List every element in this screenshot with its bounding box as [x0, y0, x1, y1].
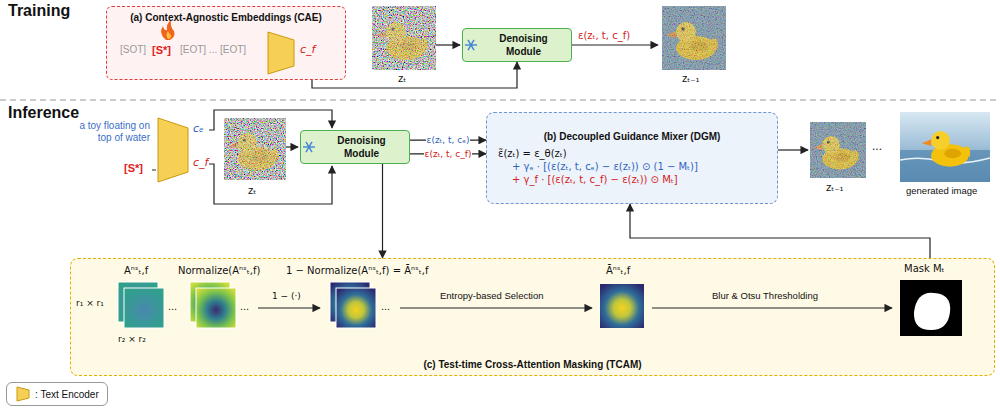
edge-label: ε(zₜ, t, cₑ) — [426, 135, 471, 145]
dimension: r₂ × r₂ — [118, 334, 146, 344]
mask — [900, 280, 962, 336]
formula-line: ε̃(zₜ) = ε_θ(zₜ) — [492, 147, 772, 160]
token: [SOT] — [120, 44, 146, 56]
token: [EOT] ... [EOT] — [180, 44, 246, 56]
legend-sample — [17, 387, 29, 401]
map-label: Mask Mₜ — [904, 263, 945, 275]
normalized-map — [190, 282, 236, 328]
legend-text: : Text Encoder — [35, 389, 99, 400]
dimension: r₁ × r₁ — [76, 298, 104, 308]
mask — [900, 280, 962, 336]
latent-symbol: zₜ — [398, 73, 406, 85]
noisy-latent — [228, 134, 278, 171]
node-title: (c) Test-time Cross-Attention Masking (T… — [76, 358, 989, 371]
latent-symbol: zₜ — [248, 185, 256, 197]
connector — [382, 164, 383, 258]
legend-box: : Text Encoder — [6, 382, 108, 406]
noisy-latent — [372, 6, 436, 70]
arrow — [436, 44, 460, 45]
text-encoder — [158, 118, 188, 182]
denoised-latent — [810, 122, 866, 178]
map-label: Aⁿˢₜ,f — [124, 265, 148, 277]
arrow — [652, 307, 892, 308]
operation-label: 1 − (·) — [272, 291, 301, 301]
inverted-map — [336, 288, 376, 328]
connector — [630, 204, 930, 258]
latent-symbol: zₜ₋₁ — [826, 182, 844, 194]
operation-label: Entropy-based Selection — [440, 291, 544, 302]
generated-image — [922, 131, 970, 167]
image-caption: generated image — [906, 186, 977, 197]
formula-line: + γ_f · [(ε(zₜ, t, c_f) − ε(zₜ)) ⊙ Mₜ] — [492, 173, 772, 186]
noisy-latent — [376, 22, 428, 60]
ellipsis: ... — [168, 300, 177, 313]
embedding-symbol: c_f — [193, 157, 208, 170]
section-title: Inference — [8, 104, 79, 122]
cae-region: (a) Context-Agnostic Embeddings (CAE) — [106, 6, 346, 80]
ellipsis: ... — [872, 140, 882, 154]
mask — [914, 293, 950, 330]
attention-map — [124, 288, 164, 328]
node-title: Denoising Module — [319, 134, 404, 160]
node-title: Denoising Module — [481, 32, 566, 58]
flame-icon — [167, 31, 172, 39]
text-encoder — [268, 32, 294, 74]
process-box: Denoising Module — [300, 130, 410, 164]
process-box: Denoising Module — [462, 28, 572, 62]
legend-sample — [15, 386, 31, 402]
embedding-symbol: cₑ — [193, 123, 204, 136]
noisy-latent — [224, 118, 286, 180]
arrow — [286, 146, 298, 147]
section-divider — [0, 99, 1000, 100]
map-label: 1 − Normalize(Aⁿˢₜ,f) = Āⁿˢₜ,f — [286, 265, 428, 277]
operation-label: Blur & Otsu Thresholding — [712, 291, 818, 302]
ellipsis: ... — [240, 300, 249, 313]
attention-map — [118, 282, 164, 328]
generated-image — [900, 112, 990, 182]
ellipsis: ... — [381, 300, 390, 313]
denoised-latent — [662, 6, 726, 70]
token: [S*] — [124, 162, 143, 175]
node-title: (b) Decoupled Guidance Mixer (DGM) — [492, 130, 772, 143]
noisy-latent — [224, 118, 286, 180]
noisy-latent — [372, 6, 436, 70]
arrow — [152, 170, 156, 171]
selected-map — [600, 284, 644, 328]
denoised-latent — [810, 122, 866, 178]
token: [S*] — [152, 44, 171, 57]
edge-label: ε(zₜ, t, c_f) — [424, 149, 473, 159]
denoised-latent — [810, 122, 866, 178]
arrow — [572, 44, 658, 45]
arrow — [258, 307, 320, 308]
node-title: (a) Context-Agnostic Embeddings (CAE) — [112, 11, 340, 24]
normalized-map — [196, 288, 236, 328]
prompt-text: a toy floating on top of water — [74, 120, 150, 143]
arrow — [778, 149, 808, 150]
generated-image — [900, 112, 990, 182]
section-title: Training — [8, 2, 70, 20]
latent-symbol: zₜ₋₁ — [682, 73, 700, 85]
embedding-symbol: c_f — [300, 44, 315, 57]
map-label: Āⁿˢₜ,f — [606, 265, 630, 277]
inverted-map — [330, 282, 376, 328]
dgm-region: (b) Decoupled Guidance Mixer (DGM) ε̃(zₜ)… — [486, 112, 778, 204]
noise-prediction: ε(zₜ, t, c_f) — [578, 30, 630, 42]
denoised-latent — [662, 6, 726, 70]
denoised-latent — [662, 6, 726, 70]
arrow — [400, 307, 592, 308]
map-label: Normalize(Aⁿˢₜ,f) — [178, 265, 260, 277]
formula-line: + γₑ · [(ε(zₜ, t, cₑ) − ε(zₜ)) ⊙ (1 − Mₜ… — [492, 160, 772, 173]
